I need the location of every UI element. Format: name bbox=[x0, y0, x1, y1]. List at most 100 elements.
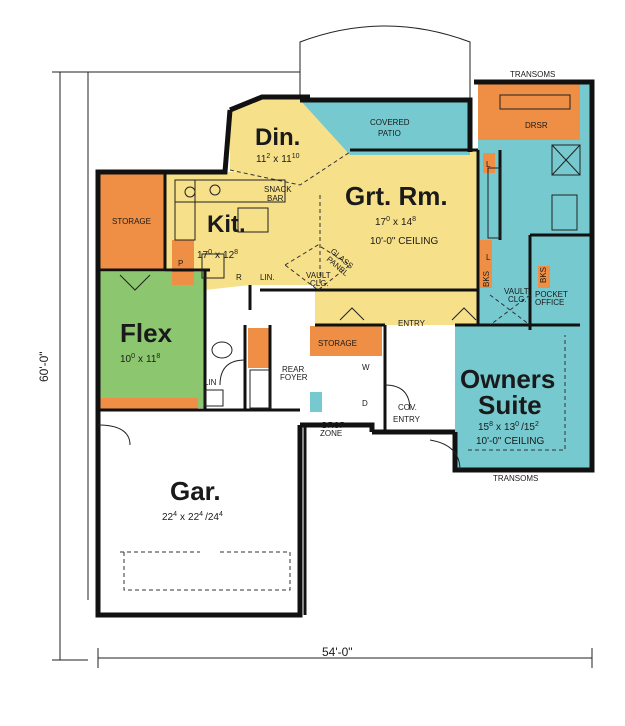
owners-dim-b: 13 bbox=[504, 422, 516, 433]
pantry-floor bbox=[172, 240, 194, 285]
great-room-name: Grt. Rm. bbox=[345, 181, 448, 211]
cov-entry-label-2: ENTRY bbox=[393, 415, 421, 424]
entry-label: ENTRY bbox=[398, 319, 426, 328]
transoms-top-label: TRANSOMS bbox=[510, 70, 555, 79]
door-swings bbox=[97, 274, 477, 471]
owners-name-2: Suite bbox=[478, 390, 542, 420]
owners-name-1: Owners bbox=[460, 364, 555, 394]
drop-zone-label-1: DROP bbox=[322, 421, 345, 430]
storage-center-floor bbox=[310, 326, 382, 356]
storage-left-label: STORAGE bbox=[112, 217, 151, 226]
owners-dim-a: 15 bbox=[478, 422, 490, 433]
flex-floor bbox=[98, 272, 205, 408]
storage-left-floor bbox=[98, 172, 165, 270]
garage-dim-b-sup: 4 bbox=[199, 511, 203, 518]
patio-arch bbox=[299, 25, 471, 100]
vault-label-2: CLG. bbox=[310, 279, 329, 288]
storage-center-label: STORAGE bbox=[318, 339, 357, 348]
great-room-dim-b: 14 bbox=[401, 217, 413, 228]
dashed-ceiling-lines bbox=[120, 151, 566, 591]
garage-name: Gar. bbox=[170, 476, 221, 506]
covered-patio-label-1: COVERED bbox=[370, 118, 410, 127]
l-label-1: L bbox=[486, 160, 491, 169]
dimension-lines bbox=[52, 71, 593, 668]
kitchen-dim-b: 12 bbox=[223, 250, 235, 261]
flex-dim-b: 11 bbox=[146, 354, 157, 365]
rear-foyer-label-1: REAR bbox=[282, 365, 304, 374]
bks-label-1: BKS bbox=[482, 271, 491, 287]
snack-bar-label-1: SNACK bbox=[264, 185, 292, 194]
overall-width: 54'-0" bbox=[322, 645, 353, 659]
flex-porch-strip bbox=[98, 398, 198, 410]
flex-dim-b-sup: 8 bbox=[156, 353, 160, 360]
owners-dim-c-sup: 2 bbox=[535, 421, 539, 428]
rear-foyer-label-2: FOYER bbox=[280, 373, 308, 382]
owners-ceiling: 10'-0" CEILING bbox=[476, 436, 544, 447]
garage-dim-c-sup: 4 bbox=[219, 511, 223, 518]
great-room-ceiling: 10'-0" CEILING bbox=[370, 236, 438, 247]
owner-vault-label-2: CLG. bbox=[508, 295, 527, 304]
owners-dim-b-sup: 0 bbox=[515, 421, 519, 428]
dryer-label: D bbox=[362, 399, 368, 408]
kitchen-dim-a-sup: 0 bbox=[208, 249, 212, 256]
transoms-bottom-label: TRANSOMS bbox=[493, 474, 538, 483]
drop-zone-label-2: ZONE bbox=[320, 429, 342, 438]
dining-dim-a-sup: 2 bbox=[266, 153, 270, 160]
owner-closet-strips bbox=[480, 240, 492, 288]
great-room-dim-a-sup: 0 bbox=[386, 216, 390, 223]
flex-dim-a-sup: 0 bbox=[131, 353, 135, 360]
kitchen-name: Kit. bbox=[207, 211, 246, 238]
kitchen-x: x bbox=[215, 250, 220, 261]
dining-dim-b-sup: 10 bbox=[292, 153, 300, 160]
exterior-walls bbox=[95, 79, 595, 618]
interior-walls bbox=[98, 148, 592, 430]
vault-label-1: VAULT bbox=[306, 271, 331, 280]
great-room-x: x bbox=[393, 217, 398, 228]
cov-entry-label-1: COV. bbox=[398, 403, 417, 412]
washer-label: W bbox=[362, 363, 370, 372]
bks-label-2: BKS bbox=[539, 267, 548, 283]
owners-dim-a-sup: 8 bbox=[489, 421, 493, 428]
dresser-label: DRSR bbox=[525, 121, 548, 130]
owner-vault-label-1: VAULT bbox=[504, 287, 529, 296]
kitchen-dim-a: 17 bbox=[197, 250, 209, 261]
garage-dim-a: 22 bbox=[162, 512, 174, 523]
flex-x: x bbox=[138, 354, 143, 365]
kitchen-dim-b-sup: 8 bbox=[234, 249, 238, 256]
refrigerator-label: R bbox=[236, 273, 242, 282]
l-label-2: L bbox=[486, 253, 491, 262]
bath-linen-strip bbox=[248, 328, 270, 368]
dining-x: x bbox=[273, 154, 278, 165]
overall-depth: 60'-0" bbox=[37, 351, 51, 382]
dining-dim-b: 11 bbox=[281, 154, 292, 165]
dining-dim-a: 11 bbox=[256, 154, 267, 165]
entry-floor bbox=[315, 285, 478, 325]
owners-dim-c: /15 bbox=[521, 422, 535, 433]
pantry-label: P bbox=[178, 259, 183, 268]
garage-x: x bbox=[180, 512, 185, 523]
bath-fixtures bbox=[204, 94, 581, 409]
great-room-floor bbox=[300, 150, 478, 285]
great-room-dim-b-sup: 8 bbox=[412, 216, 416, 223]
linen-bath-label: LIN bbox=[204, 378, 217, 387]
garage-dim-c: /24 bbox=[205, 512, 219, 523]
owners-x: x bbox=[496, 422, 501, 433]
kitchen-fixtures bbox=[174, 179, 286, 279]
covered-patio-label-2: PATIO bbox=[378, 129, 401, 138]
drop-zone-floor bbox=[310, 392, 322, 412]
pocket-office-label-1: POCKET bbox=[535, 290, 568, 299]
linen-kitchen-label: LIN. bbox=[260, 273, 275, 282]
flex-name: Flex bbox=[120, 318, 173, 348]
great-room-dim-a: 17 bbox=[375, 217, 387, 228]
bks-strip bbox=[538, 266, 550, 288]
pocket-office-label-2: OFFICE bbox=[535, 298, 564, 307]
covered-patio bbox=[300, 100, 470, 155]
garage-dim-b: 22 bbox=[188, 512, 200, 523]
dining-name: Din. bbox=[255, 124, 300, 151]
